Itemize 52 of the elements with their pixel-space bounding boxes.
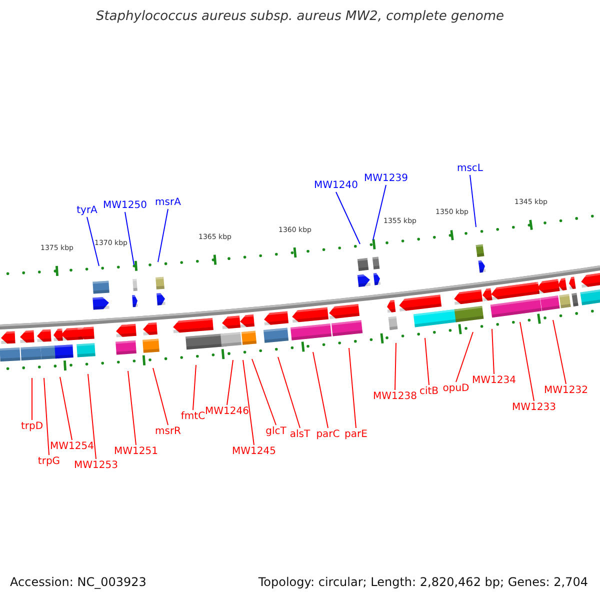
leader-line [336,192,360,244]
gene-label: MW1234 [472,374,516,387]
accession-label: Accession: NC_003923 [10,575,146,589]
gene-label: MW1233 [512,401,556,414]
leader-line [424,338,430,386]
leader-line [348,348,356,428]
gene-label: parE [344,428,368,441]
leader-line [456,332,474,382]
gene-label: MW1253 [74,459,118,472]
leader-line [312,352,328,428]
leader-line [492,328,494,374]
gene-label: MW1240 [314,179,358,192]
gene-label: citB [419,385,439,398]
gene-label: MW1245 [232,445,276,458]
title: Staphylococcus aureus subsp. aureus MW2, complete genome [96,9,504,24]
genome-summary: Topology: circular; Length: 2,820,462 bp; Genes: 2,704 [258,575,588,589]
gene-label: MW1254 [50,440,94,453]
leader-line [124,212,134,266]
leader-line [86,216,100,266]
leader-line [158,208,168,262]
gene-label: mscL [456,162,484,175]
gene-label: parC [316,428,340,441]
gene-label: MW1238 [373,390,417,403]
leader-line [60,376,72,440]
leader-line [520,322,534,402]
gene-label: alsT [290,428,310,441]
leader-line [394,342,396,390]
gene-label: MW1250 [103,199,147,212]
gene-label: opuD [442,382,470,395]
leader-line [226,360,234,406]
gene-label: MW1251 [114,445,158,458]
gene-label: glcT [266,425,286,438]
leader-line [128,370,136,446]
leader-line [372,184,386,240]
leader-line [44,378,50,456]
gene-label: msrA [155,196,181,209]
gene-label: trpD [20,420,44,433]
leader-line [88,374,96,460]
gene-label: trpG [38,455,60,468]
gene-label: MW1239 [364,172,408,185]
leader-line [278,356,300,428]
leader-line [552,320,566,384]
gene-label: tyrA [76,204,98,217]
leader-line [152,368,168,426]
gene-label: fmtC [180,410,206,423]
leader-line [192,364,196,410]
leader-line [242,360,254,446]
leader-line [252,358,276,426]
leader-line [470,174,476,228]
gene-label: MW1232 [544,384,588,397]
gene-label: MW1246 [205,405,249,418]
gene-label: msrR [155,425,181,438]
